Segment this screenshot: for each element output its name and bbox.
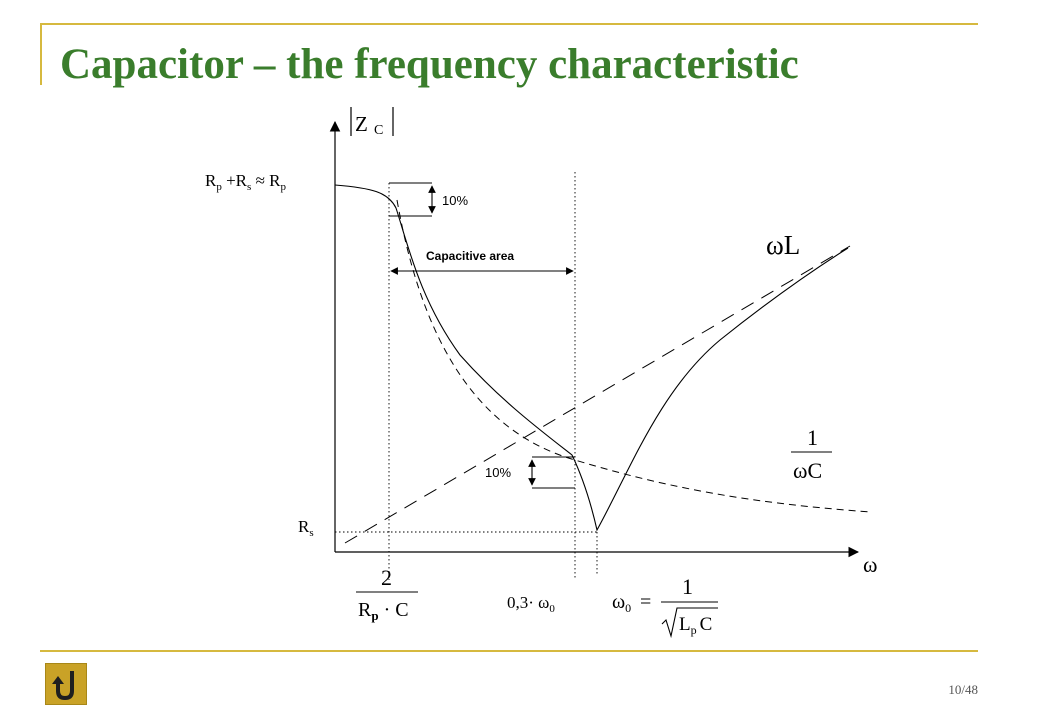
wl-line	[344, 245, 851, 544]
inv-wc-den: ωC	[793, 458, 822, 483]
inverse-wc-curve	[396, 199, 871, 513]
x-marker-1-den: Rp · C	[358, 599, 409, 623]
rp-label: Rp +Rs ≈ Rp	[205, 171, 286, 193]
y-axis-label: Z	[355, 112, 368, 136]
x-marker-3-eq: =	[640, 591, 651, 613]
left-accent-rule	[40, 23, 42, 85]
page-number: 10/48	[948, 682, 978, 697]
top-pct-label: 10%	[442, 193, 468, 208]
y-axis-label-sub: C	[374, 123, 383, 138]
rs-label: Rs	[298, 517, 314, 539]
slide-title: Capacitor – the frequency characteristic	[60, 41, 799, 88]
mid-pct-label: 10%	[485, 465, 511, 480]
x-marker-3-lhs: ω0	[612, 591, 631, 615]
home-button[interactable]	[45, 663, 87, 705]
bottom-rule	[40, 650, 978, 652]
x-marker-3-num: 1	[682, 574, 693, 599]
return-arrow-icon	[52, 671, 74, 701]
x-marker-1-num: 2	[381, 565, 392, 590]
top-rule	[40, 23, 978, 25]
capacitive-area-label: Capacitive area	[426, 249, 514, 263]
inv-wc-num: 1	[807, 425, 818, 450]
wl-label: ωL	[766, 230, 800, 260]
impedance-curve	[334, 184, 849, 532]
x-marker-2: 0,3· ω0	[507, 593, 555, 615]
sqrt-sign	[661, 607, 718, 639]
x-axis-label: ω	[863, 552, 877, 577]
